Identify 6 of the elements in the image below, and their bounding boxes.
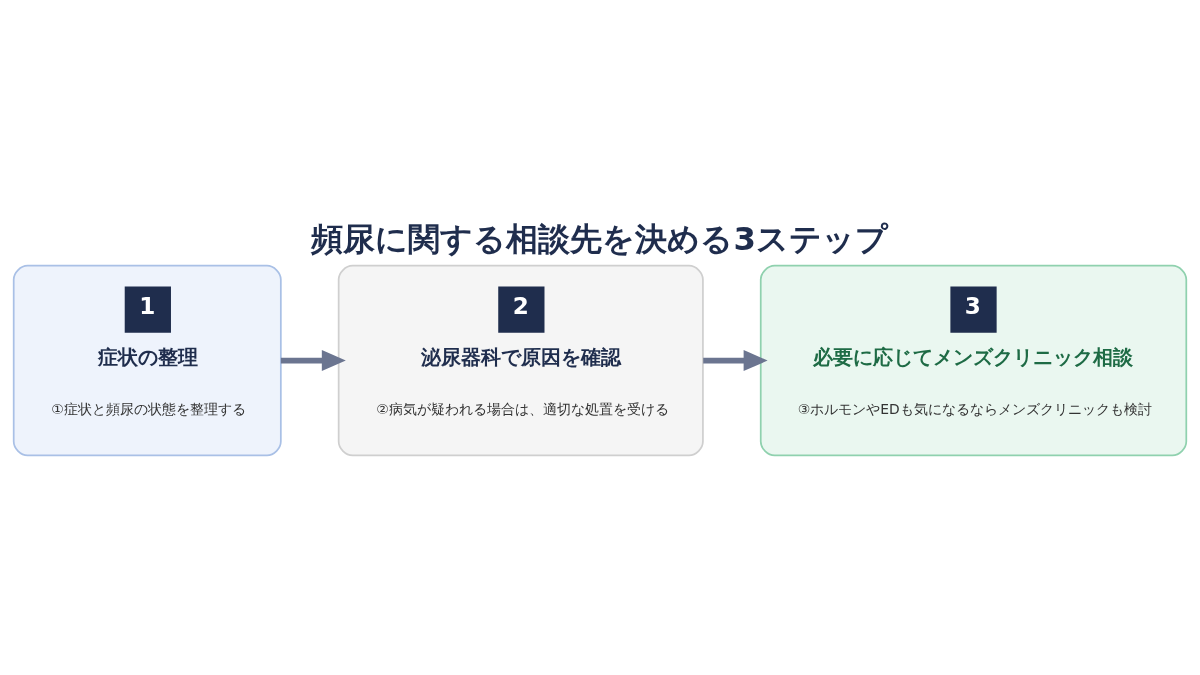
- node-box: 3 必要に応じてメンズクリニック相談 ③ホルモンやEDも気になるならメンズクリニックも検討: [759, 264, 1188, 456]
- diagram-title: 頻尿に関する相談先を決める3ステップ: [311, 219, 889, 258]
- node-box: 1 症状の整理 ①症状と頻尿の状態を整理する: [12, 264, 282, 456]
- arrow: [280, 349, 346, 371]
- arrow: [703, 349, 768, 371]
- node-box: 2 泌尿器科で原因を確認 ②病気が疑われる場合は、適切な処置を受ける: [337, 264, 704, 456]
